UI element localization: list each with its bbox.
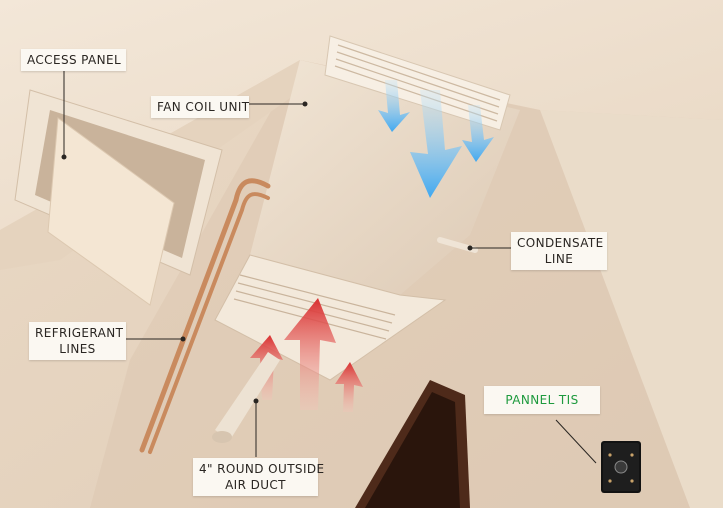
leader-dots: [61, 101, 473, 404]
outside-air-duct: [212, 352, 280, 443]
refrigerant-lines: [139, 178, 271, 454]
label-condensate-line: CONDENSATE LINE: [511, 232, 607, 270]
label-outside-air-duct: 4" ROUND OUTSIDE AIR DUCT: [193, 458, 324, 496]
right-wall: [540, 110, 723, 508]
leader-lines: [63, 70, 597, 464]
label-fan-coil-unit: FAN COIL UNIT: [151, 96, 249, 118]
doorway: [355, 380, 470, 508]
cool-air-arrows: [378, 80, 494, 198]
label-refrigerant-lines: REFRIGERANT LINES: [29, 322, 126, 360]
label-pannel-tis: PANNEL TIS: [484, 386, 600, 414]
ceiling-plane: [0, 0, 723, 230]
tis-control-panel: [601, 441, 641, 493]
access-panel: [14, 89, 223, 306]
label-access-panel: ACCESS PANEL: [21, 49, 126, 71]
